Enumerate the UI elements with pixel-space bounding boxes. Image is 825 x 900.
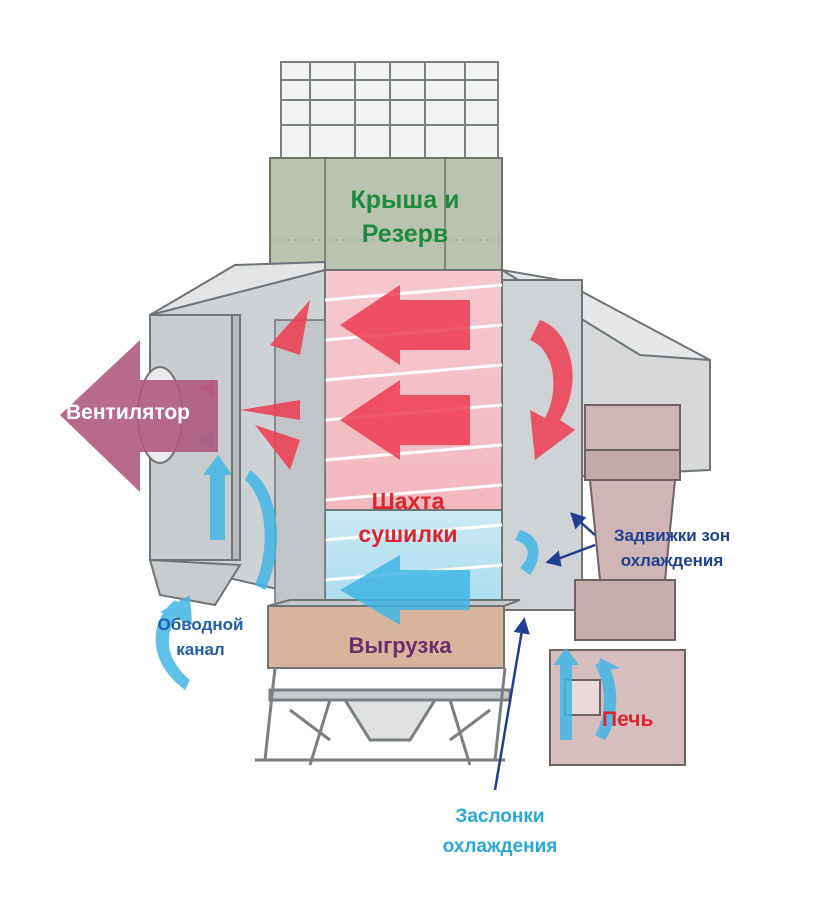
cooling-gates-label: Задвижки зон охлаждения (613, 526, 731, 570)
drying-shaft-label: Шахта сушилки (358, 488, 458, 547)
furnace (549, 404, 686, 766)
pointer-lines (493, 512, 596, 791)
roof-reserve-section (269, 157, 503, 271)
support-frame (255, 667, 512, 766)
furnace-label: Печь (602, 708, 654, 731)
cooling-dampers-label: Заслонки охлаждения (442, 806, 558, 857)
fan-label: Вентилятор (66, 401, 190, 424)
cold-air-arrows (155, 430, 620, 740)
fan-exhaust-arrow (60, 340, 218, 492)
roof-railing (280, 61, 499, 161)
bypass-channel-label: Обводной канал (157, 615, 244, 659)
roof-reserve-label: Крыша и Резерв (350, 186, 460, 248)
hot-air-arrows (200, 285, 575, 470)
unload-label: Выгрузка (348, 633, 452, 658)
